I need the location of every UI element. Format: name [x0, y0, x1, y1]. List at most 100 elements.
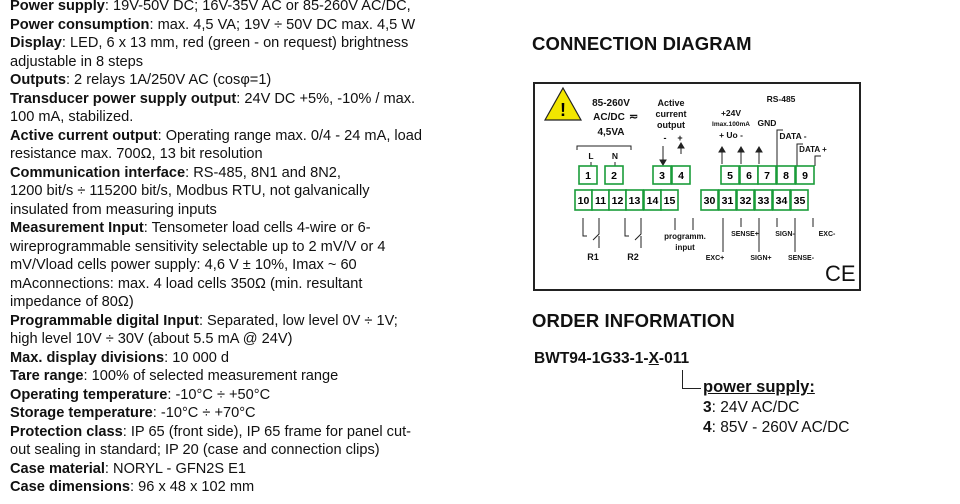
exc-plus-label: EXC+	[706, 255, 724, 262]
spec-separator: :	[122, 423, 131, 440]
r2-label: R2	[627, 252, 639, 262]
spec-key: Communication interface	[10, 164, 186, 181]
spec-separator: :	[65, 72, 75, 88]
gnd-label: GND	[758, 118, 777, 128]
sign-minus-label: SIGN-	[775, 231, 795, 238]
spec-row: Power supply: 19V-50V DC; 16V-35V AC or …	[10, 0, 510, 16]
connection-diagram-title: CONNECTION DIAGRAM	[532, 33, 752, 54]
l-label: L	[588, 151, 593, 161]
spec-value: -10°C ÷ +50°C	[175, 386, 271, 403]
terminal-number: 9	[802, 170, 808, 182]
spec-separator: :	[164, 349, 173, 366]
spec-separator: :	[185, 164, 194, 181]
terminal-2: 2	[604, 165, 624, 185]
spec-row: Max. display divisions: 10 000 d	[10, 349, 510, 368]
spec-row: Case material: NORYL - GFN2S E1	[10, 460, 510, 479]
spec-value: Operating range max. 0/4 - 24 mA, load r…	[10, 127, 423, 163]
terminal-number: 11	[595, 195, 606, 207]
order-code-variable: X	[648, 350, 659, 367]
spec-separator: :	[167, 386, 176, 403]
terminal-number: 35	[794, 195, 806, 207]
active-label-3: output	[657, 120, 685, 130]
terminal-33: 33	[754, 189, 773, 211]
order-code: BWT94-1G33-1-X-011	[534, 350, 689, 368]
spec-row: Programmable digital Input: Separated, l…	[10, 312, 510, 349]
terminal-11: 11	[591, 189, 610, 211]
spec-key: Max. display divisions	[10, 349, 165, 366]
spec-key: Tare range	[10, 368, 84, 384]
top-arrows	[659, 129, 821, 166]
spec-row: Protection class: IP 65 (front side), IP…	[10, 423, 510, 460]
terminal-number: 2	[611, 170, 617, 182]
spec-separator: :	[236, 90, 245, 107]
terminal-3: 3	[652, 165, 672, 185]
terminal-5: 5	[720, 165, 740, 185]
spec-key: Measurement Input	[10, 220, 144, 236]
terminal-number: 32	[740, 195, 752, 207]
spec-key: Storage temperature	[10, 405, 153, 421]
spec-key: Protection class	[10, 423, 123, 440]
spec-key: Transducer power supply output	[10, 90, 237, 107]
specifications-list: Power supply: 19V-50V DC; 16V-35V AC or …	[10, 0, 510, 497]
spec-value: RS-485, 8N1 and 8N2, 1200 bit/s ÷ 115200…	[10, 164, 370, 218]
terminal-1: 1	[578, 165, 598, 185]
terminal-15: 15	[660, 189, 679, 211]
supply-wires	[576, 145, 632, 168]
spec-value: 10 000 d	[172, 349, 230, 366]
power-supply-heading: power supply:	[703, 378, 815, 396]
spec-value: IP 65 (front side), IP 65 frame for pane…	[10, 423, 411, 459]
power-option-3: 3: 24V AC/DC	[703, 399, 800, 417]
spec-separator: :	[130, 479, 139, 495]
spec-value: 24V DC +5%, -10% / max. 100 mA, stabiliz…	[10, 90, 416, 126]
spec-row: Outputs: 2 relays 1A/250V AC (cosφ=1)	[10, 71, 510, 90]
order-code-suffix: -011	[658, 350, 690, 367]
spec-separator: :	[83, 368, 92, 384]
supply-label-1: 85-260V	[592, 98, 630, 109]
spec-separator: :	[143, 220, 152, 236]
spec-value: 96 x 48 x 102 mm	[138, 479, 255, 495]
prog-label-2: input	[675, 243, 695, 252]
wiring-diagram-svg: ! 85-260V AC/DC ≂ 4,5VA Active current o…	[543, 86, 856, 286]
spec-row: Storage temperature: -10°C ÷ +70°C	[10, 404, 510, 423]
spec-value: max. 4,5 VA; 19V ÷ 50V DC max. 4,5 W	[157, 16, 416, 33]
spec-value: -10°C ÷ +70°C	[160, 405, 256, 421]
warning-mark: !	[560, 100, 566, 120]
terminal-number: 4	[678, 170, 684, 182]
terminal-35: 35	[790, 189, 809, 211]
order-bracket-connector	[682, 370, 701, 389]
data-plus-label: DATA +	[799, 145, 827, 154]
terminal-14: 14	[643, 189, 662, 211]
terminal-number: 33	[758, 195, 770, 207]
connection-diagram: ! 85-260V AC/DC ≂ 4,5VA Active current o…	[533, 82, 861, 291]
exc-minus-label: EXC-	[819, 231, 836, 238]
supply-label-2: AC/DC	[593, 112, 625, 123]
n-label: N	[612, 151, 618, 161]
spec-value: NORYL - GFN2S E1	[113, 460, 247, 477]
spec-separator: :	[198, 312, 208, 329]
spec-key: Power consumption	[10, 16, 150, 33]
spec-row: Power consumption: max. 4,5 VA; 19V ÷ 50…	[10, 16, 510, 35]
terminal-number: 7	[764, 170, 770, 182]
spec-key: Programmable digital Input	[10, 312, 199, 329]
spec-row: Active current output: Operating range m…	[10, 127, 510, 164]
spec-separator: :	[104, 460, 114, 477]
terminal-number: 5	[727, 170, 733, 182]
sensor-arrows	[722, 218, 814, 252]
spec-key: Operating temperature	[10, 386, 168, 403]
terminal-number: 34	[776, 195, 788, 207]
spec-row: Communication interface: RS-485, 8N1 and…	[10, 164, 510, 220]
spec-row: Case dimensions: 96 x 48 x 102 mm	[10, 478, 510, 497]
terminal-12: 12	[608, 189, 627, 211]
active-label-2: current	[655, 109, 686, 119]
terminal-number: 8	[783, 170, 789, 182]
terminal-31: 31	[718, 189, 737, 211]
data-minus-label: DATA -	[779, 131, 806, 141]
spec-separator: :	[157, 127, 166, 144]
ce-mark-icon: CE	[825, 261, 856, 286]
sense-plus-label: SENSE+	[731, 231, 759, 238]
power-option-code: 4	[703, 419, 712, 436]
uo-label: + Uo -	[719, 130, 743, 140]
power-option-code: 3	[703, 399, 712, 416]
plus24-label: +24V	[721, 108, 741, 118]
spec-key: Power supply	[10, 0, 105, 14]
